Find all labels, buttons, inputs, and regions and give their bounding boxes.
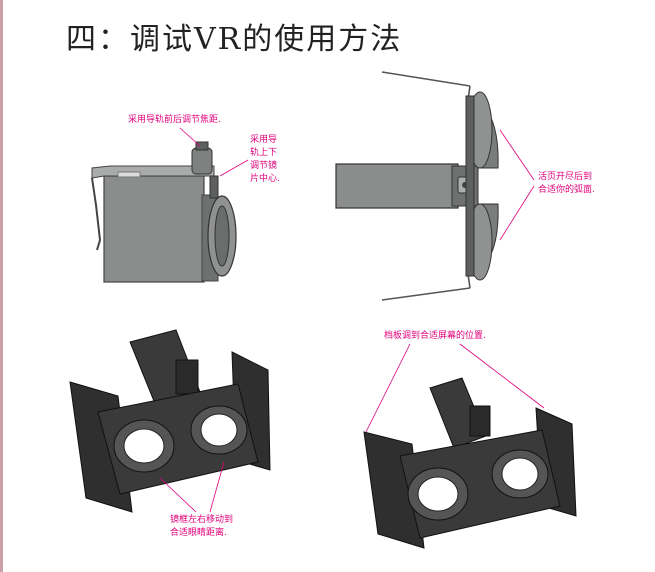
caption-focus: 采用导轨前后调节焦距. — [128, 115, 221, 125]
caption-vertical-line: 调节镜 — [250, 161, 278, 171]
leader-lines — [159, 127, 545, 513]
top-view-illustration — [335, 71, 499, 301]
page-edge-rule — [0, 0, 3, 572]
caption-vertical-line: 轨上下 — [250, 148, 278, 158]
page-title: 四：调试VR的使用方法 — [66, 22, 403, 57]
caption-baffle: 档板调到合适屏幕的位置. — [384, 331, 486, 341]
front-view-baffle-illustration — [363, 377, 577, 549]
caption-lens-line: 镜框左右移动到 — [170, 515, 234, 525]
caption-hinge-line: 合适你的弧面. — [538, 185, 595, 195]
side-view-illustration — [91, 141, 237, 283]
caption-hinge-line: 活页开尽后到 — [538, 172, 593, 182]
caption-vertical-line: 片中心. — [250, 174, 280, 184]
caption-lens-line: 合适眼睛距离. — [170, 528, 227, 538]
front-view-lenses-illustration — [69, 329, 271, 513]
caption-vertical-line: 采用导 — [250, 135, 278, 145]
